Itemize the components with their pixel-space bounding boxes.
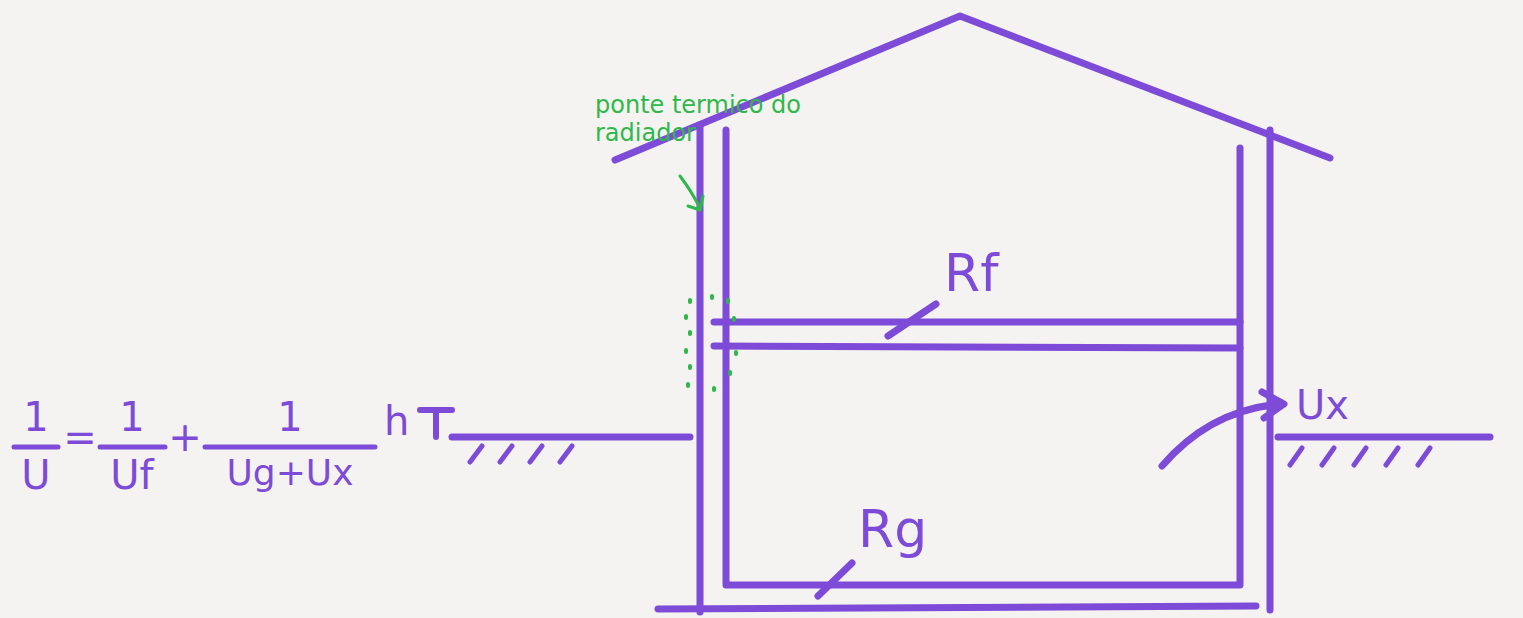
formula-term: 1 [277,394,302,440]
formula-term: + [168,414,202,460]
formula-term: = [63,414,97,460]
leader-line [888,304,936,336]
formula-term: Ug+Ux [226,452,353,493]
wall-line [726,130,1240,585]
fraction-bar [100,445,165,450]
callout-note: ponte termico do radiador [595,92,805,147]
part-label: Rf [944,244,998,304]
dimension-label: h [384,398,409,444]
wall-line [1267,130,1274,610]
part-label: Rg [858,500,927,560]
formula-term: 1 [23,394,48,440]
floor-line [658,606,1256,609]
callout-arrow [680,176,703,210]
fraction-bar [205,445,375,450]
roof-line [615,16,1330,160]
part-label: Ux [1296,382,1349,428]
formula-term: U [21,452,50,498]
formula-term: 1 [119,394,144,440]
ground-hatch [1290,448,1430,465]
slab-line [714,346,1240,348]
dimension-mark [420,410,452,437]
heat-flow-arrow [1162,404,1280,466]
leader-line [818,563,852,596]
slab-line [714,319,1240,326]
ground-line [452,434,690,441]
formula-term: Uf [110,452,153,498]
ground-hatch [470,446,572,462]
thermal-bridge-dots [686,296,736,390]
arrow-head [1262,392,1284,418]
ground-line [1278,434,1490,441]
fraction-bar [14,445,58,450]
